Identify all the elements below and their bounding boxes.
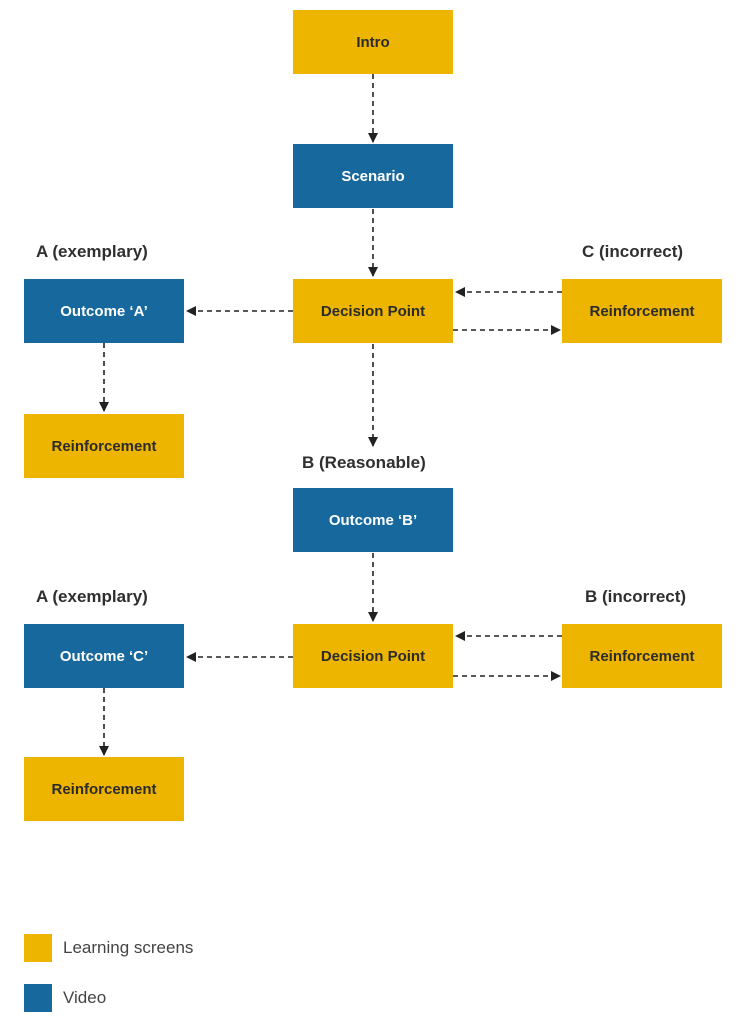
node-scenario: Scenario bbox=[293, 144, 453, 208]
node-outcome-c: Outcome ‘C’ bbox=[24, 624, 184, 688]
node-outcome-a: Outcome ‘A’ bbox=[24, 279, 184, 343]
label-c-incorrect: C (incorrect) bbox=[582, 242, 684, 261]
legend-swatch-video bbox=[24, 984, 52, 1012]
legend-swatch-learning bbox=[24, 934, 52, 962]
label-b-incorrect: B (incorrect) bbox=[585, 587, 687, 606]
node-intro: Intro bbox=[293, 10, 453, 74]
legend-label-learning: Learning screens bbox=[63, 938, 194, 957]
label-a-exemplary-1: A (exemplary) bbox=[36, 242, 148, 261]
label-a-exemplary-2: A (exemplary) bbox=[36, 587, 148, 606]
node-reinforcement-a1: Reinforcement bbox=[24, 414, 184, 478]
node-reinforcement-a2: Reinforcement bbox=[24, 757, 184, 821]
node-decision-point-1: Decision Point bbox=[293, 279, 453, 343]
node-decision-point-2: Decision Point bbox=[293, 624, 453, 688]
node-reinforcement-b: Reinforcement bbox=[562, 624, 722, 688]
legend-label-video: Video bbox=[63, 988, 107, 1007]
node-outcome-b: Outcome ‘B’ bbox=[293, 488, 453, 552]
label-b-reasonable: B (Reasonable) bbox=[302, 453, 426, 472]
node-reinforcement-c: Reinforcement bbox=[562, 279, 722, 343]
